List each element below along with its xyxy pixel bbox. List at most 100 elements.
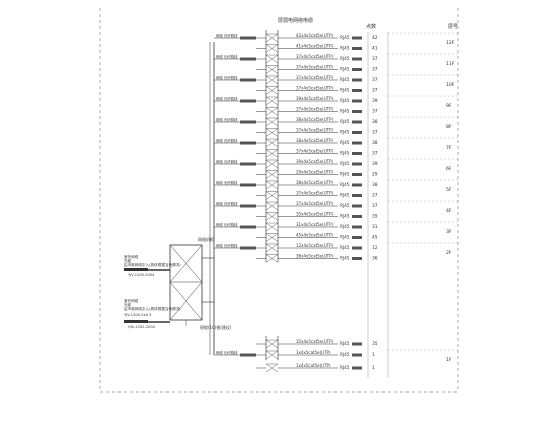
floor-label: 12F — [446, 40, 455, 46]
cabinet-cross-2 — [169, 244, 203, 283]
header-floor: 层号 — [448, 24, 458, 30]
point-count: 12 — [372, 245, 378, 251]
patch-cross-b — [265, 33, 279, 43]
cable-type: 37x4x5cat5e(UTP) — [296, 86, 333, 91]
point-count: 35 — [372, 341, 378, 347]
cable-type: 35x4x5cat5e(UTP) — [296, 212, 333, 217]
fiber-connector — [240, 99, 256, 103]
socket-label: RJ45 — [340, 140, 350, 145]
point-count: 37 — [372, 77, 378, 83]
point-count: 35 — [372, 214, 378, 220]
point-count: 39 — [372, 98, 378, 104]
socket-label: RJ45 — [340, 35, 350, 40]
socket-label: RJ45 — [340, 98, 350, 103]
input-lower-line2: 光缆 — [124, 302, 132, 307]
cable-type: 35x4x5cat5e(UTP) — [296, 339, 333, 344]
point-count: 42 — [372, 35, 378, 41]
point-count: 39 — [372, 161, 378, 167]
socket-label: RJ45 — [340, 151, 350, 156]
floor-label: 5F — [446, 187, 452, 193]
branch-label: 网络 光纤跳线 — [216, 75, 238, 80]
socket-label: RJ45 — [340, 130, 350, 135]
socket-block — [352, 57, 362, 61]
point-count: 37 — [372, 193, 378, 199]
cable-type: 39x4x5cat5e(UTP) — [296, 159, 333, 164]
socket-block — [352, 141, 362, 145]
point-count: 29 — [372, 172, 378, 178]
header-count: 点数 — [366, 23, 376, 30]
socket-label: RJ45 — [340, 67, 350, 72]
socket-block — [352, 99, 362, 103]
socket-label: RJ45 — [340, 119, 350, 124]
cable-type: 31x4x5cat5e(UTP) — [296, 222, 333, 227]
branch-label: 网络 光纤跳线 — [216, 96, 238, 101]
socket-block — [352, 225, 362, 229]
fiber-connector — [240, 141, 256, 145]
socket-label: RJ45 — [340, 56, 350, 61]
point-count: 37 — [372, 67, 378, 73]
branch-label: 网络 光纤跳线 — [216, 243, 238, 248]
point-count: 37 — [372, 56, 378, 62]
network-cabinet — [169, 244, 203, 321]
point-count: 38 — [372, 182, 378, 188]
point-count: 37 — [372, 151, 378, 157]
input-upper-line1: 室外网络 — [124, 254, 139, 259]
branch-label: 网络 光纤跳线 — [216, 138, 238, 143]
point-count: 45 — [372, 235, 378, 241]
input-upper-bar — [124, 268, 148, 271]
socket-block — [352, 68, 362, 71]
patch-cross-b — [265, 86, 279, 95]
patch-cross-b — [265, 117, 279, 127]
fiber-connector — [240, 225, 256, 229]
fiber-connector — [240, 78, 256, 82]
socket-block — [352, 47, 362, 50]
cable-type: 1x4x5cat5e(UTP) — [296, 350, 331, 355]
input-upper-line2: 光缆 — [124, 258, 132, 263]
cable-type: 45x4x5cat5e(UTP) — [296, 233, 333, 238]
socket-label: RJ45 — [340, 245, 350, 250]
cable-type: 37x4x5cat5e(UTP) — [296, 107, 333, 112]
fiber-connector — [240, 120, 256, 124]
socket-block — [352, 183, 362, 187]
patch-cross-b — [265, 243, 279, 253]
floor-label: 2F — [446, 250, 452, 256]
floor-label: 3F — [446, 229, 452, 235]
point-count: 41 — [372, 46, 378, 52]
branch-label: 网络 光纤跳线 — [216, 350, 238, 355]
socket-block — [352, 78, 362, 82]
socket-label: RJ45 — [340, 352, 350, 357]
socket-label: RJ45 — [340, 224, 350, 229]
cable-type: 12x4x5cat5e(UTP) — [296, 243, 333, 248]
cable-type: 36x4x5cat5e(UTP) — [296, 254, 333, 259]
floor-label: 10F — [446, 82, 455, 88]
branch-label: 网络 光纤跳线 — [216, 117, 238, 122]
cable-type: 38x4x5cat5e(UTP) — [296, 117, 333, 122]
patch-cross-b — [265, 254, 279, 263]
patch-cross-b — [265, 350, 279, 360]
patch-cross-b — [265, 201, 279, 211]
cable-type: 42x4x5cat5e(UTP) — [296, 33, 333, 38]
patch-cross-b — [265, 339, 279, 349]
cabinet-cross-4 — [169, 281, 203, 321]
patch-cross-b — [265, 128, 279, 137]
socket-label: RJ45 — [340, 182, 350, 187]
point-count: 38 — [372, 119, 378, 125]
floor-label: 4F — [446, 208, 452, 214]
input-lower-line5: HJV-1200-2004 — [128, 325, 156, 329]
cable-type: 37x4x5cat5e(UTP) — [296, 75, 333, 80]
patch-cross-b — [265, 54, 279, 64]
fiber-connector — [240, 162, 256, 166]
socket-label: RJ45 — [340, 256, 350, 261]
socket-block — [352, 342, 362, 346]
patch-cross-b — [265, 75, 279, 85]
cabinet-label: 网络机柜 — [198, 236, 214, 242]
socket-block — [352, 236, 362, 239]
socket-block — [352, 120, 362, 124]
cable-type: 37x4x5cat5e(UTP) — [296, 201, 333, 206]
floor-label: 7F — [446, 145, 452, 151]
cable-type: 37x4x5cat5e(UTP) — [296, 191, 333, 196]
patch-cross-b — [265, 107, 279, 116]
cable-type: 37x4x5cat5e(UTP) — [296, 149, 333, 154]
